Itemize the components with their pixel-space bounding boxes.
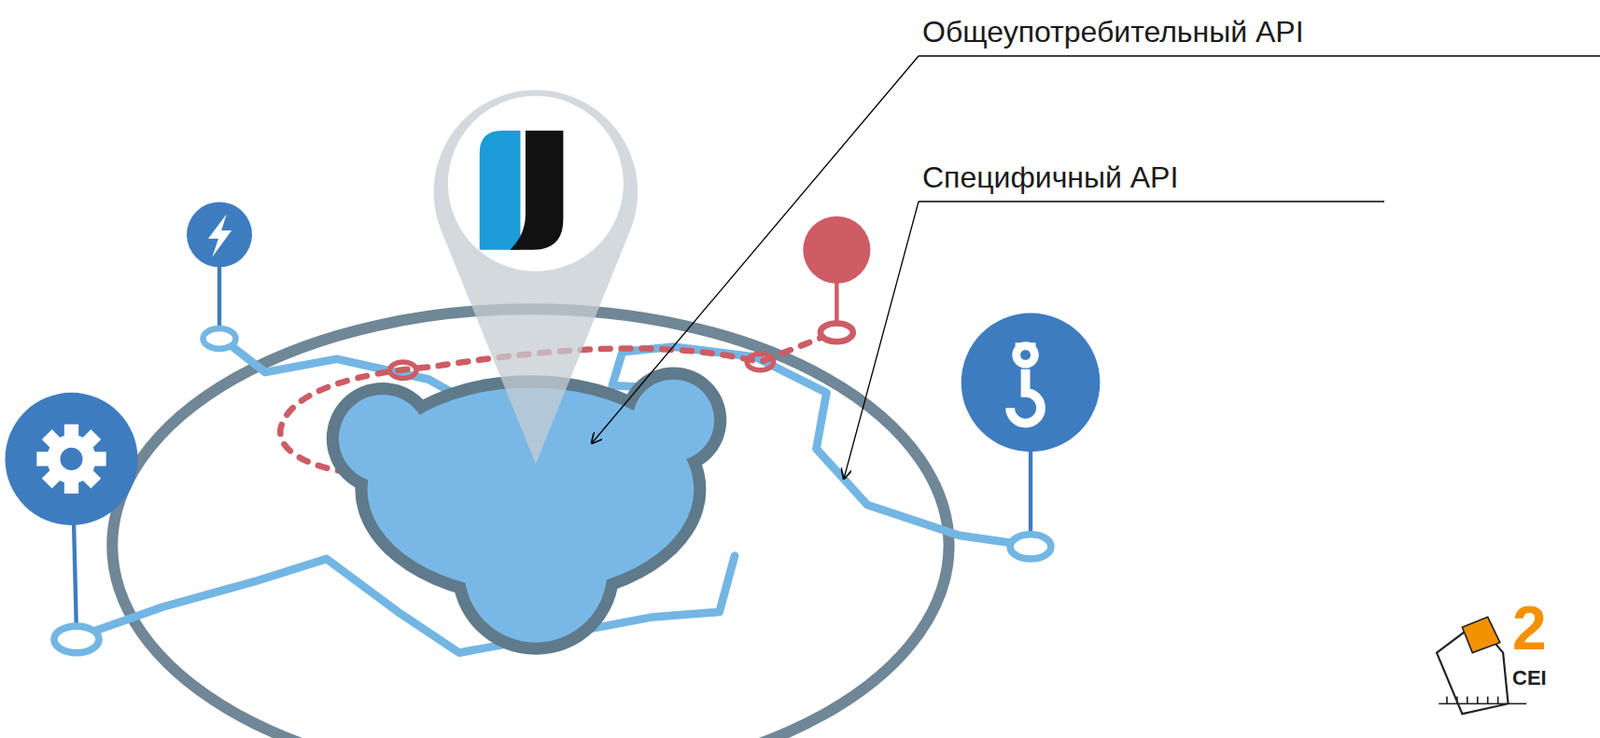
logo-number: 2	[1512, 593, 1547, 665]
main-pin	[434, 89, 639, 464]
underline	[918, 200, 1385, 202]
callout-label: Общеупотребительный API	[922, 14, 1305, 50]
lightning-icon	[186, 201, 253, 349]
hook-icon	[961, 313, 1101, 560]
red-pin	[802, 216, 871, 342]
callout-label: Специфичный API	[922, 160, 1179, 196]
underline	[918, 55, 1600, 57]
logo-text: CEI	[1512, 666, 1547, 690]
leader-line	[843, 201, 919, 479]
map-illustration	[4, 89, 1527, 738]
gear-icon	[4, 392, 138, 654]
leader-lines	[591, 56, 1600, 479]
